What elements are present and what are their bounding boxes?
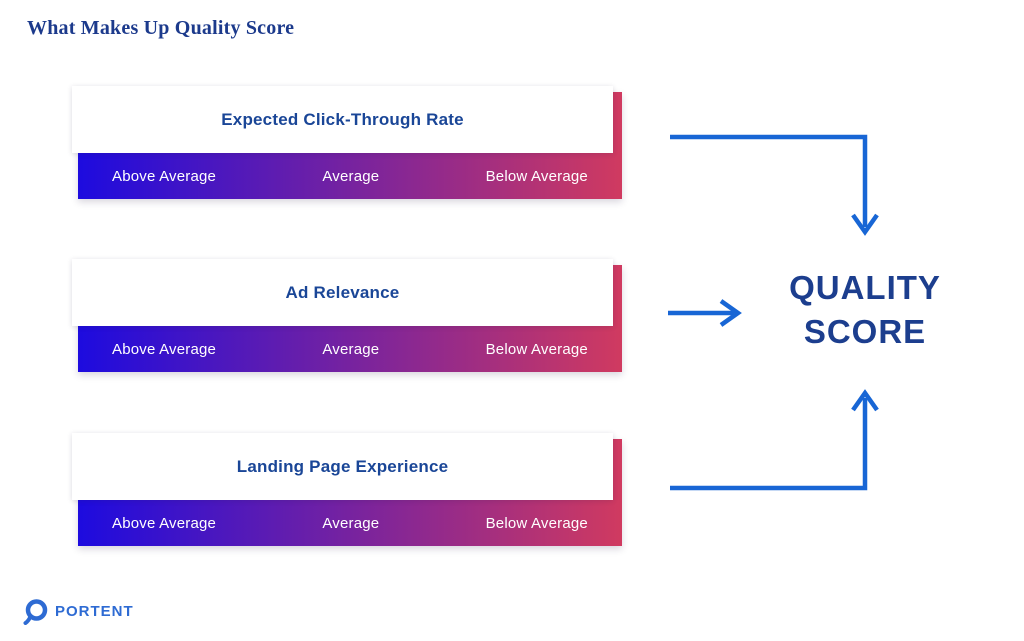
scale-labels: Above Average Average Below Average (78, 153, 622, 199)
flow-arrow-up-icon (670, 389, 879, 491)
factor-card-landing-page-experience: Landing Page Experience Above Average Av… (72, 433, 622, 546)
portent-logo: PORTENT (23, 598, 134, 625)
card-heading: Landing Page Experience (236, 456, 449, 476)
bar-label-below-average: Below Average (485, 167, 588, 185)
flow-arrow-down-icon (670, 134, 879, 236)
scale-labels: Above Average Average Below Average (78, 500, 622, 546)
quality-score-label: QUALITY SCORE (765, 266, 965, 354)
quality-score-line2: SCORE (803, 313, 927, 350)
bar-label-average: Average (322, 167, 380, 185)
quality-score-line1: QUALITY (789, 269, 941, 306)
factor-card-ad-relevance: Ad Relevance Above Average Average Below… (72, 259, 622, 372)
card-heading: Ad Relevance (285, 282, 400, 302)
bar-label-above-average: Above Average (112, 167, 217, 185)
bar-label-above-average: Above Average (112, 340, 217, 358)
bar-label-average: Average (322, 514, 380, 532)
card-heading: Expected Click-Through Rate (221, 109, 464, 129)
bar-label-average: Average (322, 340, 380, 358)
card-face: Landing Page Experience (72, 433, 613, 500)
scale-labels: Above Average Average Below Average (78, 326, 622, 372)
card-face: Expected Click-Through Rate (72, 86, 613, 153)
card-face: Ad Relevance (72, 259, 613, 326)
page-title: What Makes Up Quality Score (27, 17, 295, 39)
portent-logo-text: PORTENT (55, 603, 134, 620)
flow-arrow-right-icon (668, 299, 742, 327)
bar-label-below-average: Below Average (485, 514, 588, 532)
bar-label-above-average: Above Average (112, 514, 217, 532)
factor-card-expected-ctr: Expected Click-Through Rate Above Averag… (72, 86, 622, 199)
portent-logo-icon (23, 599, 48, 625)
bar-label-below-average: Below Average (485, 340, 588, 358)
flow-arrows (668, 134, 879, 491)
